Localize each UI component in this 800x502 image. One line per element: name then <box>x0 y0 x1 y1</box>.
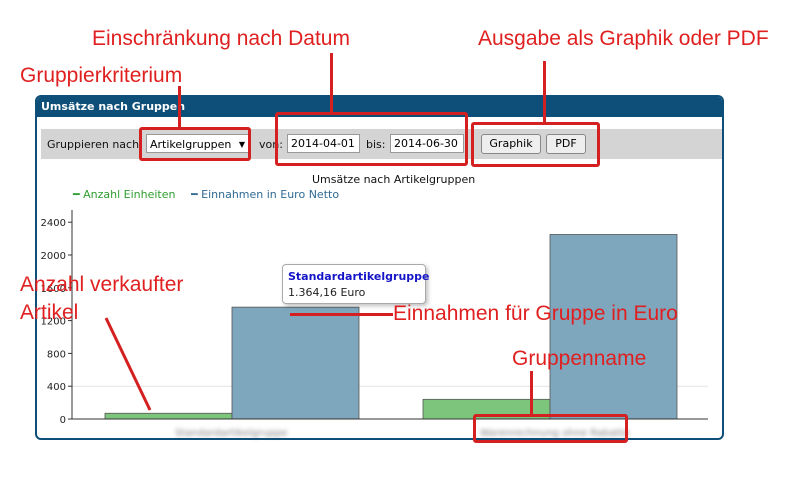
legend-revenue[interactable]: ━ Einnahmen in Euro Netto <box>191 188 339 201</box>
graph-button[interactable]: Graphik <box>481 134 541 154</box>
annotation-box-group <box>139 127 251 161</box>
category-label-2: Warenrechnung ohne Rabatte <box>480 428 630 439</box>
annotation-line-revenue <box>290 313 393 316</box>
group-by-value: Artikelgruppen <box>150 138 232 151</box>
legend-units[interactable]: ━ Anzahl Einheiten <box>73 188 176 201</box>
annotation-line-output <box>543 61 546 123</box>
chart-title: Umsätze nach Artikelgruppen <box>312 173 476 186</box>
annotation-line-name <box>530 371 533 415</box>
to-date-input[interactable]: 2014-06-30 <box>390 134 464 153</box>
annotation-box-date <box>275 112 468 166</box>
from-date-input[interactable]: 2014-04-01 <box>287 134 360 153</box>
annotation-name: Gruppenname <box>512 347 647 370</box>
legend-units-label: Anzahl Einheiten <box>83 188 176 201</box>
annotation-line-group <box>178 86 181 128</box>
annotation-box-name <box>473 414 628 443</box>
toolbar: Gruppieren nach Artikelgruppen ▼ von: 20… <box>41 129 722 159</box>
annotation-units-line1: Anzahl verkaufter <box>20 273 184 296</box>
panel-title: Umsätze nach Gruppen <box>37 97 722 117</box>
legend-units-swatch: ━ <box>73 188 84 201</box>
annotation-line-date <box>330 53 333 113</box>
tooltip-value: 1.364,16 Euro <box>288 286 366 299</box>
pdf-button[interactable]: PDF <box>546 134 586 154</box>
chart-tooltip: Standardartikelgruppe 1.364,16 Euro <box>282 264 430 304</box>
annotation-revenue: Einnahmen für Gruppe in Euro <box>393 302 678 325</box>
category-label-1: Standardartikelgruppe <box>175 428 288 439</box>
annotation-date: Einschränkung nach Datum <box>92 27 350 50</box>
group-by-select[interactable]: Artikelgruppen ▼ <box>146 134 250 153</box>
annotation-units-line2: Artikel <box>20 301 79 324</box>
group-by-label: Gruppieren nach <box>47 138 140 151</box>
legend-revenue-swatch: ━ <box>191 188 202 201</box>
annotation-box-output <box>471 122 600 167</box>
to-label: bis: <box>366 138 386 151</box>
legend-revenue-label: Einnahmen in Euro Netto <box>201 188 340 201</box>
annotation-output: Ausgabe als Graphik oder PDF <box>478 27 769 50</box>
chevron-down-icon: ▼ <box>238 140 245 149</box>
tooltip-title: Standardartikelgruppe <box>288 270 430 283</box>
annotation-group: Gruppierkriterium <box>20 64 183 87</box>
